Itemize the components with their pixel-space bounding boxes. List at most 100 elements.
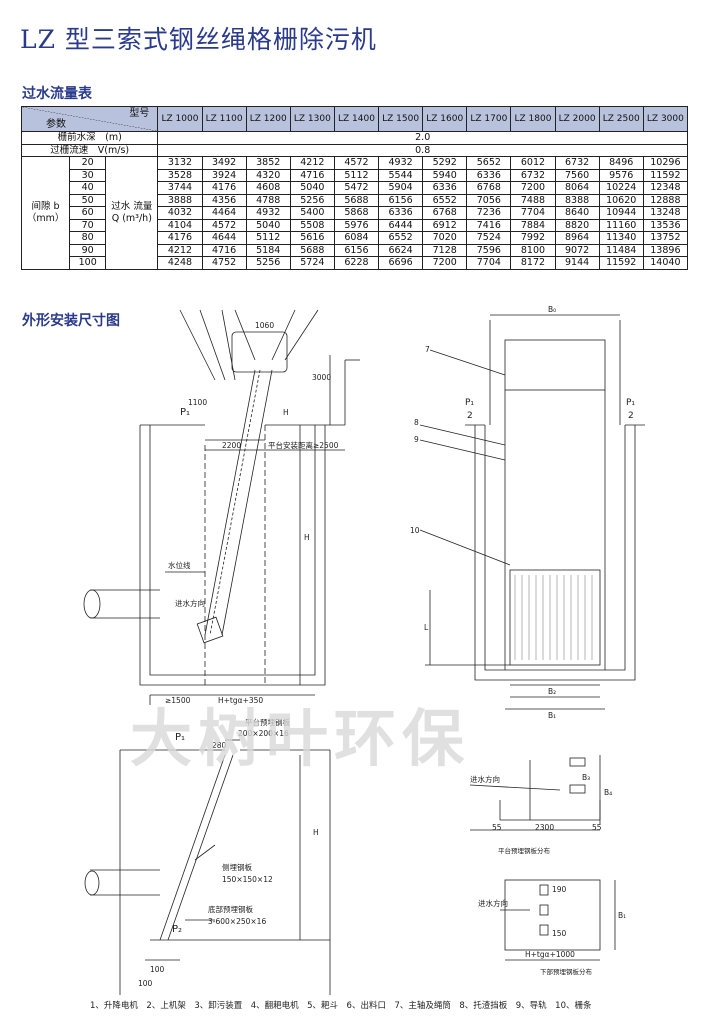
flow-value: 5616 [289,231,335,245]
flow-value: 4572 [201,218,247,232]
depth-value: 2.0 [157,131,688,145]
flow-value: 9576 [598,168,644,182]
gap-value: 20 [69,156,107,170]
model-header: LZ 1000 [157,106,203,132]
flow-value: 5112 [245,231,291,245]
watermark: 大树叶环保 [130,702,471,775]
flow-value: 6228 [333,256,380,270]
flow-value: 4212 [289,156,335,170]
flow-value: 5688 [333,193,380,207]
flow-value: 4464 [201,206,247,220]
gap-label: 间隙 b（mm） [20,156,71,270]
model-header-row: 型号 参数 LZ 1000 LZ 1100 LZ 1200 LZ 1300 LZ… [20,106,689,132]
flow-value: 7704 [466,256,512,270]
flow-value: 7236 [466,206,512,220]
flow-value: 4644 [201,231,247,245]
speed-value: 0.8 [157,143,688,157]
flow-value: 3744 [157,181,203,195]
flow-value: 5904 [378,181,424,195]
plan2-caption: 下部预埋钢板分布 [540,967,593,976]
dim-b3: B₃ [582,773,590,782]
flow-value: 4932 [378,156,424,170]
flow-value: 5040 [289,181,335,195]
flow-value: 7056 [466,193,512,207]
flow-value: 7416 [466,218,512,232]
flow-value: 5544 [378,168,424,182]
flow-value: 4032 [157,206,203,220]
flow-value: 5976 [333,218,380,232]
flow-value: 8064 [554,181,600,195]
dim-100: 100 [150,965,165,974]
flow-value: 13536 [642,218,689,232]
flow-value: 5040 [245,218,291,232]
flow-value: 5652 [466,156,512,170]
flow-value: 11592 [598,256,644,270]
dim-150: 150 [552,929,567,938]
dim-b2: B₂ [548,687,556,696]
flow-value: 5868 [333,206,380,220]
dim-1100: 1100 [188,398,207,407]
flow-value: 6912 [422,218,468,232]
flow-value: 5940 [422,168,468,182]
flow-value: 6336 [378,206,424,220]
flow-value: 11340 [598,231,644,245]
parts-legend: 1、升降电机 2、上机架 3、卸污装置 4、翻耙电机 5、耙斗 6、出料口 7、… [90,1001,592,1011]
dim-htg2: H+tgα+1000 [525,950,575,959]
flow-value: 8100 [510,243,556,257]
dim-b4: B₄ [604,788,612,797]
model-header: LZ 1200 [245,106,291,132]
flow-value: 7128 [422,243,468,257]
flow-value: 11592 [642,168,689,182]
embed-top-label: 平台预埋钢板 [245,717,290,727]
gap-value: 70 [69,218,107,232]
flow-value: 6012 [510,156,556,170]
inlet-label: 进水方向 [470,774,500,784]
gap-value: 40 [69,181,107,195]
dim-190: 190 [552,885,567,894]
flow-value: 3492 [201,156,247,170]
flow-value: 6732 [554,156,600,170]
gap-value: 90 [69,243,107,257]
plan1-caption: 平台预埋钢板分布 [498,846,551,855]
dim-3000: 3000 [312,373,331,382]
model-header: LZ 1500 [378,106,424,132]
drawing-title: 外形安装尺寸图 [22,313,120,329]
inlet2-label: 进水方向 [478,898,508,908]
flow-value: 3132 [157,156,203,170]
flow-value: 7560 [554,168,600,182]
flow-value: 6156 [333,243,380,257]
callout-7: 7 [425,345,430,354]
flow-value: 6444 [378,218,424,232]
dim-280: 280 [212,741,227,750]
flow-value: 4932 [245,206,291,220]
flow-value: 5292 [422,156,468,170]
flow-table-title: 过水流量表 [22,86,92,102]
callout-10: 10 [410,526,420,535]
model-header: LZ 1300 [289,106,335,132]
model-header: LZ 1600 [422,106,468,132]
gap-value: 100 [69,256,107,270]
half-left: 2 [467,411,473,421]
flow-value: 7020 [422,231,468,245]
flow-value: 4176 [201,181,247,195]
flow-value: 6732 [510,168,556,182]
embed-mid-label: 侧埋钢板 [222,862,252,872]
dim-1060: 1060 [255,321,274,330]
flow-value: 5256 [289,193,335,207]
model-header: LZ 1100 [201,106,247,132]
embed-bot-size: 3-600×250×16 [208,917,266,926]
flow-value: 8388 [554,193,600,207]
flow-value: 3924 [201,168,247,182]
flow-value: 5256 [245,256,291,270]
flow-value: 12888 [642,193,689,207]
model-header: LZ 3000 [642,106,689,132]
dim-55b: 55 [592,823,602,832]
dim-htg: H+tgα+350 [218,696,263,705]
flow-value: 4212 [157,243,203,257]
gap-value: 50 [69,193,107,207]
flow-value: 4716 [289,168,335,182]
flow-value: 10296 [642,156,689,170]
